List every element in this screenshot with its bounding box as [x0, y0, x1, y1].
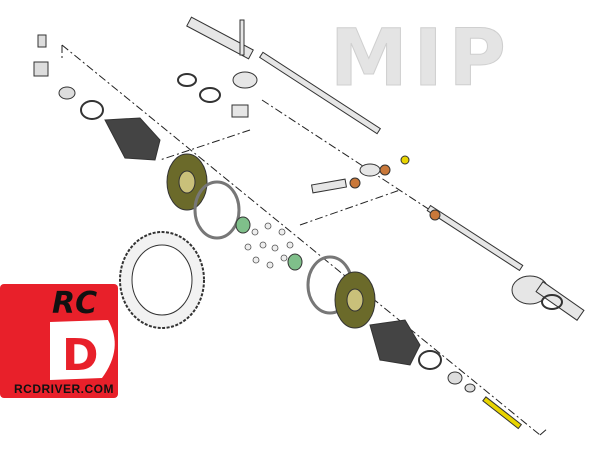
rcdriver-logo: RC D RCDRIVER.COM	[0, 284, 118, 398]
bushing-orange	[349, 177, 361, 189]
outdrive-upper	[104, 117, 161, 161]
connector-line	[299, 189, 401, 226]
nut-lower	[464, 383, 476, 393]
mip-logo: MIP	[330, 14, 512, 104]
o-ring-lower	[418, 350, 442, 370]
logo-d-plate	[50, 320, 115, 380]
o-ring-left	[80, 100, 104, 120]
diff-ball	[266, 261, 274, 269]
diff-ball	[251, 228, 259, 236]
diff-bolt	[482, 396, 523, 430]
outdrive-lower	[369, 319, 421, 366]
diff-plate-lower-hub	[346, 288, 364, 312]
main-axis-line	[61, 44, 541, 436]
cross-pin	[310, 178, 348, 194]
logo-rc: RC	[52, 286, 97, 321]
shaft-spline	[186, 16, 254, 60]
lower-shaft-bar	[426, 204, 524, 272]
washer-small	[58, 86, 76, 100]
outdrive-axis-line	[261, 99, 431, 211]
diff-plate-hub	[178, 170, 196, 194]
diff-ball	[278, 228, 286, 236]
diff-ball	[252, 256, 260, 264]
diff-gear-inner	[131, 244, 193, 316]
logo-url: RCDRIVER.COM	[14, 382, 114, 396]
shaft-joint	[359, 163, 381, 177]
left-small-parts	[33, 34, 161, 161]
diff-ball	[286, 241, 294, 249]
pin-line	[159, 129, 251, 161]
o-ring-2	[199, 87, 221, 103]
bearing-upper	[235, 216, 251, 234]
diff-ball	[259, 241, 267, 249]
diff-ball	[280, 254, 288, 262]
shaft-bar	[258, 51, 382, 135]
diff-ring-upper	[193, 180, 241, 240]
bushing-orange-3	[429, 209, 441, 221]
lower-spline	[535, 281, 585, 321]
diff-ball	[264, 222, 272, 230]
diff-parts	[119, 153, 523, 430]
washer-lower	[447, 371, 463, 385]
bushing-orange-2	[379, 164, 391, 176]
diff-ball	[271, 244, 279, 252]
drive-shaft-lower	[310, 155, 585, 321]
lower-o-ring	[541, 294, 563, 310]
collar	[33, 61, 49, 77]
diff-balls	[244, 222, 294, 269]
shaft-cup	[232, 71, 258, 89]
set-screw	[400, 155, 410, 165]
set-screw-small	[37, 34, 47, 48]
drive-shaft-upper	[177, 16, 382, 177]
logo-d-letter: D	[62, 330, 99, 381]
axis-line-end	[539, 427, 549, 436]
o-ring	[177, 73, 197, 87]
assembly-lines	[61, 44, 549, 436]
diff-ball	[244, 243, 252, 251]
bushing	[231, 104, 249, 118]
pin	[239, 19, 245, 56]
bearing-lower	[287, 253, 303, 271]
